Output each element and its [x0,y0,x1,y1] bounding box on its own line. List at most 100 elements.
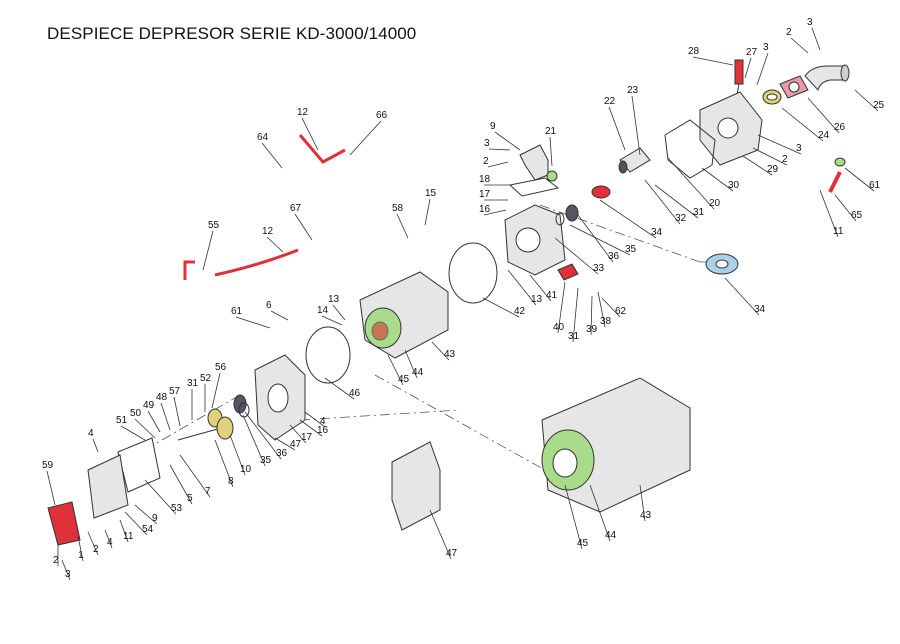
elbow-fitting-part-25 [804,64,850,92]
leader-line [179,454,211,498]
leader-line [790,37,809,54]
part-number-label: 4 [320,416,326,427]
leader-line [144,479,177,515]
part-number-label: 30 [728,180,740,191]
leader-line [332,304,346,321]
callout-l-8: 8 [214,439,234,488]
housing-large-part-43b [541,377,691,513]
part-number-label: 34 [754,304,766,315]
leader-line [482,297,520,318]
callout-l-16a: 16 [479,204,507,216]
callout-l-11a: 11 [819,189,844,238]
seal-part-36b [233,394,247,414]
part-number-label: 50 [130,408,142,419]
callout-l-5: 5 [169,464,193,505]
leader-line [124,511,148,536]
leader-line [577,214,614,263]
callout-l-13a: 13 [507,269,543,306]
leader-line [757,134,802,155]
leader-line [134,418,156,439]
leader-line [396,213,409,239]
part-number-label: 32 [675,213,687,224]
leader-line [120,425,146,441]
part-number-label: 67 [290,203,302,214]
leader-line [77,535,84,562]
gasket-part-18 [508,177,560,197]
part-number-label: 31 [693,207,705,218]
callout-l-40: 40 [553,281,566,334]
part-number-label: 21 [545,126,557,137]
callout-l-2a: 2 [786,27,809,54]
leader-line [811,27,821,51]
callout-l-39: 39 [586,295,598,336]
callout-l-45b: 45 [564,484,589,550]
part-number-label: 3 [763,42,769,53]
callout-l-53: 53 [144,479,183,515]
gear-housing-part-47a [254,354,306,441]
leader-line [744,57,752,79]
part-number-label: 38 [600,316,612,327]
part-number-label: 23 [627,85,639,96]
leader-line [844,167,875,192]
callout-l-54: 54 [124,511,154,536]
part-number-label: 46 [349,388,361,399]
leader-line [819,189,839,238]
callout-l-22: 22 [604,96,626,151]
part-number-label: 24 [818,130,830,141]
gear-shaft-part-8 [177,416,234,441]
pulley-part-34b [705,253,739,275]
leader-line [270,310,289,321]
callout-l-11b: 11 [119,519,134,543]
leader-line [61,559,71,581]
callout-l-4a: 4 [88,428,99,453]
leader-line [529,274,552,302]
leader-line [304,411,326,428]
leader-line [324,377,355,400]
callout-l-51: 51 [116,415,146,441]
callout-l-26: 26 [807,97,846,134]
callout-l-30: 30 [701,167,740,192]
callout-l-43b: 43 [639,484,652,522]
callout-l-33: 33 [554,237,605,275]
flange-part-26 [779,75,809,99]
gasket-part-24 [762,89,782,105]
leader-line [46,470,56,506]
callout-l-43a: 43 [431,341,456,361]
callout-l-15: 15 [424,188,437,226]
oil-cap-part-59 [47,501,81,546]
leader-line [242,414,266,467]
part-number-label: 4 [88,428,94,439]
leader-line [349,120,382,156]
leader-line [549,136,553,167]
part-number-label: 29 [767,164,779,175]
part-number-label: 16 [479,204,491,215]
part-number-label: 35 [625,244,637,255]
part-number-label: 47 [446,548,458,559]
callout-l-41: 41 [529,274,558,302]
callout-l-42: 42 [482,297,526,318]
part-number-label: 44 [605,530,617,541]
leader-line [147,410,161,433]
leader-line [807,97,840,134]
part-number-label: 45 [577,538,589,549]
callout-l-1: 1 [77,535,84,562]
callout-l-67: 67 [290,203,313,241]
leader-line [756,52,769,86]
leader-line [261,142,283,169]
callout-l-25: 25 [854,89,885,112]
leader-line [301,117,319,151]
leader-line [692,56,734,66]
part-number-label: 8 [228,476,234,487]
part-number-label: 45 [398,374,410,385]
part-number-label: 31 [187,378,199,389]
leader-line [274,437,296,451]
part-number-label: 41 [546,290,558,301]
leader-line [834,194,857,222]
part-number-label: 44 [412,367,424,378]
leader-line [211,372,221,409]
callout-l-47b: 47 [429,509,458,560]
callout-l-29: 29 [742,155,779,176]
leader-line [631,95,641,156]
part-number-label: 12 [297,107,309,118]
